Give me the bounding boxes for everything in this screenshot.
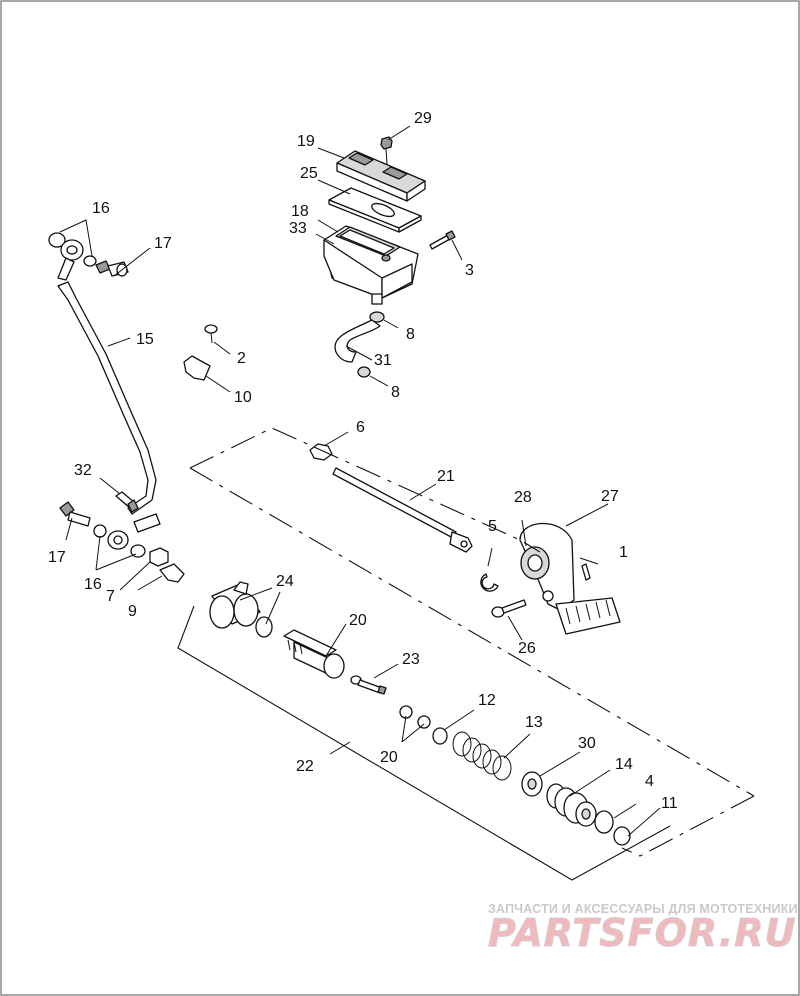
- callout-25: 25: [300, 165, 318, 182]
- callout-20-upper: 20: [349, 612, 367, 629]
- callout-19: 19: [297, 133, 315, 150]
- part-17-bolt-upper: [95, 260, 129, 277]
- part-20-seal-b: [417, 715, 431, 729]
- part-12-ring: [432, 727, 448, 745]
- brake-line-assembly: [48, 232, 218, 583]
- callout-7: 7: [106, 588, 115, 605]
- part-4-washer: [594, 810, 614, 834]
- part-15-banjo-upper: [57, 239, 84, 281]
- callout-2: 2: [237, 350, 246, 367]
- callout-labels: 1 2 3 4 5 6 7 8 8 9 10 11 12 13 14 15 16…: [48, 110, 678, 812]
- group-line-middle: [189, 467, 755, 797]
- part-8-clamp-lower: [357, 366, 371, 378]
- callout-22: 22: [296, 758, 314, 775]
- part-30-washer: [521, 771, 543, 797]
- callout-17-upper: 17: [154, 235, 172, 252]
- part-3-screw: [429, 230, 456, 250]
- part-23-rod: [350, 675, 387, 695]
- part-24-o-ring: [255, 616, 273, 638]
- pushrod-pedal-assembly: [309, 443, 621, 635]
- callout-13: 13: [525, 714, 543, 731]
- callout-31: 31: [374, 352, 392, 369]
- part-16-washer-upper-b: [83, 255, 97, 267]
- callout-15: 15: [136, 331, 154, 348]
- part-15-brake-line: [57, 281, 157, 515]
- leader-lines: [59, 125, 661, 837]
- callout-23: 23: [402, 651, 420, 668]
- callout-29: 29: [414, 110, 432, 127]
- part-18-reservoir-body: [323, 225, 419, 305]
- part-31-hose: [334, 319, 381, 363]
- part-16-washer-lower-a: [93, 524, 107, 538]
- callout-4: 4: [645, 773, 654, 790]
- callout-9: 9: [128, 603, 137, 620]
- callout-11: 11: [661, 795, 678, 812]
- part-8-clamp-upper: [369, 311, 385, 323]
- group-line-upper: [189, 427, 541, 553]
- group-line-lower: [177, 605, 671, 881]
- callout-8-upper: 8: [406, 326, 415, 343]
- part-24-cylinder-body: [209, 581, 261, 629]
- callout-3: 3: [465, 262, 474, 279]
- group-line-right: [621, 795, 755, 857]
- master-cylinder-assembly: [209, 581, 631, 846]
- reservoir-assembly: [323, 136, 456, 378]
- part-21-pushrod: [332, 467, 473, 553]
- callout-12: 12: [478, 692, 496, 709]
- watermark-logo: PARTSFOR.RU: [488, 911, 796, 955]
- part-14-boot: [546, 783, 597, 827]
- part-25-gasket: [328, 187, 422, 233]
- part-2-screw: [204, 324, 218, 344]
- callout-20-lower: 20: [380, 749, 398, 766]
- callout-24: 24: [276, 573, 294, 590]
- part-5-retaining-ring: [480, 573, 499, 592]
- callout-5: 5: [488, 518, 497, 535]
- part-9-lock-plate: [159, 563, 185, 583]
- part-1-cotter-pin: [581, 563, 591, 581]
- callout-16-upper: 16: [92, 200, 110, 217]
- callout-21: 21: [437, 468, 455, 485]
- part-19-cover: [336, 150, 426, 202]
- part-26-pivot-pin: [491, 599, 527, 618]
- callout-32: 32: [74, 462, 92, 479]
- callout-14: 14: [615, 756, 633, 773]
- part-7-nut: [149, 547, 169, 567]
- part-11-retaining-ring: [613, 826, 631, 846]
- callout-26: 26: [518, 640, 536, 657]
- part-13-spring: [452, 731, 512, 781]
- part-17-bolt-lower: [59, 501, 91, 527]
- callout-28: 28: [514, 489, 532, 506]
- callout-17-lower: 17: [48, 549, 66, 566]
- part-16-washer-upper-a: [48, 232, 66, 248]
- callout-18: 18: [291, 203, 309, 220]
- watermark-tagline: ЗАПЧАСТИ И АКСЕССУАРЫ ДЛЯ МОТОТЕХНИКИ: [488, 902, 798, 916]
- callout-6: 6: [356, 419, 365, 436]
- part-20-piston: [283, 629, 345, 679]
- part-29-screw: [380, 136, 393, 165]
- callout-16-lower: 16: [84, 576, 102, 593]
- part-16-washer-lower-b: [130, 544, 146, 558]
- callout-27: 27: [601, 488, 619, 505]
- part-15-banjo-lower: [107, 513, 161, 550]
- part-10-clip: [183, 355, 211, 381]
- callout-1: 1: [619, 544, 628, 561]
- callout-30: 30: [578, 735, 596, 752]
- callout-33: 33: [289, 220, 307, 237]
- callout-10: 10: [234, 389, 252, 406]
- part-27-brake-pedal: [519, 522, 621, 635]
- part-6-nut: [309, 443, 333, 461]
- watermark: ЗАПЧАСТИ И АКСЕССУАРЫ ДЛЯ МОТОТЕХНИКИ PA…: [488, 902, 798, 956]
- part-32-switch: [115, 491, 139, 513]
- callout-8-lower: 8: [391, 384, 400, 401]
